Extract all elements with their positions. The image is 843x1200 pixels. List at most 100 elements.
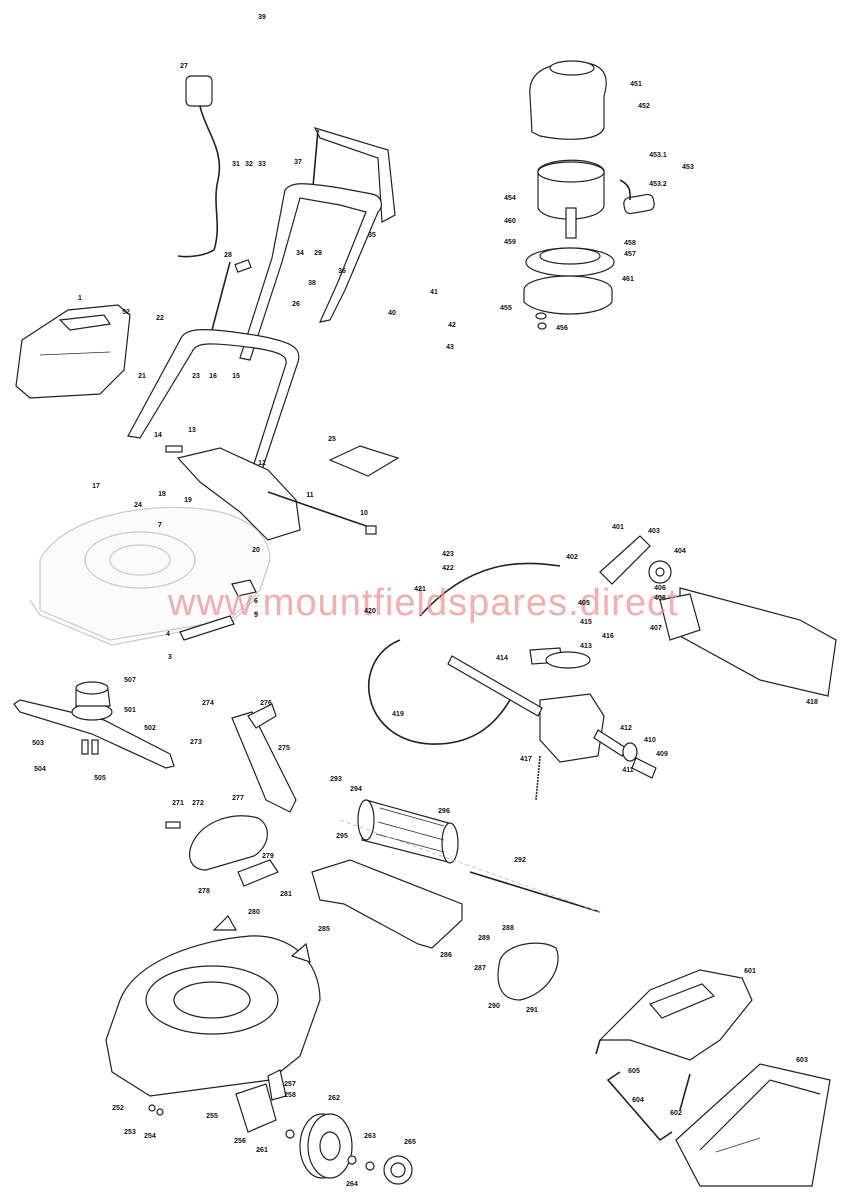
part-label-7: 7 [158, 522, 162, 529]
part-label-27: 27 [180, 63, 188, 70]
part-label-22: 22 [156, 315, 164, 322]
part-label-279: 279 [262, 853, 274, 860]
part-label-451: 451 [630, 81, 642, 88]
part-label-33: 33 [258, 161, 266, 168]
part-label-401: 401 [612, 524, 624, 531]
part-label-505: 505 [94, 775, 106, 782]
part-label-603: 603 [796, 1057, 808, 1064]
part-label-295: 295 [336, 833, 348, 840]
height-lever [179, 615, 235, 641]
part-label-14: 14 [154, 432, 162, 439]
part-label-255: 255 [206, 1113, 218, 1120]
part-label-37: 37 [294, 159, 302, 166]
part-label-4: 4 [166, 631, 170, 638]
part-label-28: 28 [224, 252, 232, 259]
part-label-31: 31 [232, 161, 240, 168]
part-label-285: 285 [318, 926, 330, 933]
rear-roller [311, 799, 601, 1001]
part-label-422: 422 [442, 565, 454, 572]
part-label-256: 256 [234, 1138, 246, 1145]
part-label-460: 460 [504, 218, 516, 225]
hopper-cover [15, 304, 131, 399]
part-label-26: 26 [292, 301, 300, 308]
part-label-23: 23 [192, 373, 200, 380]
part-label-20: 20 [252, 547, 260, 554]
part-label-408: 408 [654, 595, 666, 602]
part-label-403: 403 [648, 528, 660, 535]
part-label-42: 42 [448, 322, 456, 329]
part-label-25: 25 [328, 436, 336, 443]
part-label-40: 40 [388, 310, 396, 317]
part-label-264: 264 [346, 1181, 358, 1188]
part-label-32: 32 [245, 161, 253, 168]
part-label-21: 21 [138, 373, 146, 380]
part-label-417: 417 [520, 756, 532, 763]
part-label-288: 288 [502, 925, 514, 932]
part-label-453-2: 453.2 [649, 181, 667, 188]
part-label-276: 276 [260, 700, 272, 707]
part-label-17: 17 [92, 483, 100, 490]
part-label-454: 454 [504, 195, 516, 202]
part-label-407: 407 [650, 625, 662, 632]
part-label-257: 257 [284, 1081, 296, 1088]
part-label-402: 402 [566, 554, 578, 561]
part-label-5: 5 [254, 612, 258, 619]
part-label-253: 253 [124, 1129, 136, 1136]
part-label-36: 36 [338, 268, 346, 275]
part-label-416: 416 [602, 633, 614, 640]
part-label-254: 254 [144, 1133, 156, 1140]
part-label-455: 455 [500, 305, 512, 312]
part-label-16: 16 [209, 373, 217, 380]
part-label-418: 418 [806, 699, 818, 706]
part-label-605: 605 [628, 1068, 640, 1075]
part-label-29: 29 [314, 250, 322, 257]
part-label-278: 278 [198, 888, 210, 895]
part-label-258: 258 [284, 1092, 296, 1099]
part-label-453-1: 453.1 [649, 152, 667, 159]
part-label-273: 273 [190, 739, 202, 746]
part-label-12: 12 [258, 460, 266, 467]
watermark: www.mountfieldspares.direct [167, 582, 679, 624]
part-label-275: 275 [278, 745, 290, 752]
part-label-15: 15 [232, 373, 240, 380]
part-label-457: 457 [624, 251, 636, 258]
part-label-293: 293 [330, 776, 342, 783]
part-label-423: 423 [442, 551, 454, 558]
part-label-272: 272 [192, 800, 204, 807]
part-label-412: 412 [620, 725, 632, 732]
part-label-6: 6 [254, 598, 258, 605]
main-deck [105, 915, 321, 1097]
part-label-35: 35 [368, 232, 376, 239]
part-label-461: 461 [622, 276, 634, 283]
part-label-406: 406 [654, 585, 666, 592]
part-label-504: 504 [34, 766, 46, 773]
part-label-43: 43 [446, 344, 454, 351]
part-label-19: 19 [184, 497, 192, 504]
part-label-11: 11 [306, 492, 314, 499]
handle-bracket [165, 445, 400, 541]
drive-assembly [368, 535, 837, 801]
part-label-34: 34 [296, 250, 304, 257]
part-label-507: 507 [124, 677, 136, 684]
part-label-292: 292 [514, 857, 526, 864]
part-label-280: 280 [248, 909, 260, 916]
part-label-602: 602 [670, 1110, 682, 1117]
motor-assembly [523, 60, 655, 330]
grass-box [595, 969, 831, 1187]
part-label-286: 286 [440, 952, 452, 959]
part-label-404: 404 [674, 548, 686, 555]
part-label-281: 281 [280, 891, 292, 898]
part-label-294: 294 [350, 786, 362, 793]
part-label-601: 601 [744, 968, 756, 975]
part-label-413: 413 [580, 643, 592, 650]
part-label-604: 604 [632, 1097, 644, 1104]
part-label-277: 277 [232, 795, 244, 802]
part-label-252: 252 [112, 1105, 124, 1112]
part-label-13: 13 [188, 427, 196, 434]
rear-wheel [148, 1069, 413, 1185]
part-label-52: 52 [122, 309, 130, 316]
part-label-265: 265 [404, 1139, 416, 1146]
deck-outline-top [29, 506, 271, 646]
